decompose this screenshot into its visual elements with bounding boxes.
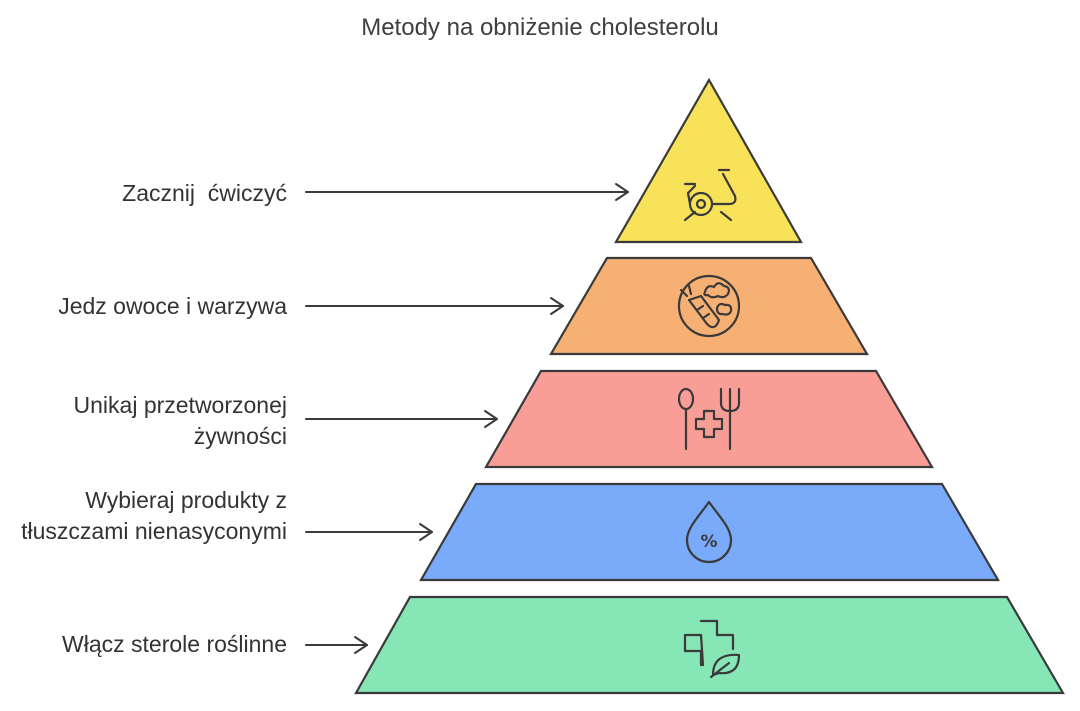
- arrow-exercise: [305, 183, 629, 201]
- pyramid-tier-exercise: [614, 77, 803, 244]
- pyramid-tier-unsaturated-fats: [419, 482, 1000, 582]
- vegetables-icon: [677, 274, 741, 338]
- tier-label-unsaturated-fats: Wybieraj produkty z tłuszczami nienasyco…: [21, 487, 287, 544]
- tier-label-fruits-vegetables: Jedz owoce i warzywa: [58, 293, 287, 319]
- pyramid-tier-plant-sterols: [354, 595, 1065, 695]
- diagram-title: Metody na obniżenie cholesterolu: [361, 14, 719, 41]
- arrow-fruits-vegetables: [305, 297, 564, 315]
- svg-text:%: %: [700, 532, 717, 552]
- plant-health-cross-icon: [683, 619, 741, 679]
- oil-drop-percent-icon: %: [685, 500, 733, 564]
- arrow-avoid-processed: [305, 410, 498, 428]
- arrow-plant-sterols: [305, 636, 368, 654]
- pyramid-tier-avoid-processed: [484, 369, 934, 469]
- tier-label-exercise: Zacznij ćwiczyć: [122, 180, 287, 206]
- spoon-fork-health-icon: [677, 387, 741, 451]
- exercise-bike-icon: [683, 168, 737, 222]
- tier-label-plant-sterols: Włącz sterole roślinne: [62, 631, 287, 657]
- tier-label-avoid-processed: Unikaj przetworzonej żywności: [73, 392, 287, 449]
- arrow-unsaturated-fats: [305, 523, 433, 541]
